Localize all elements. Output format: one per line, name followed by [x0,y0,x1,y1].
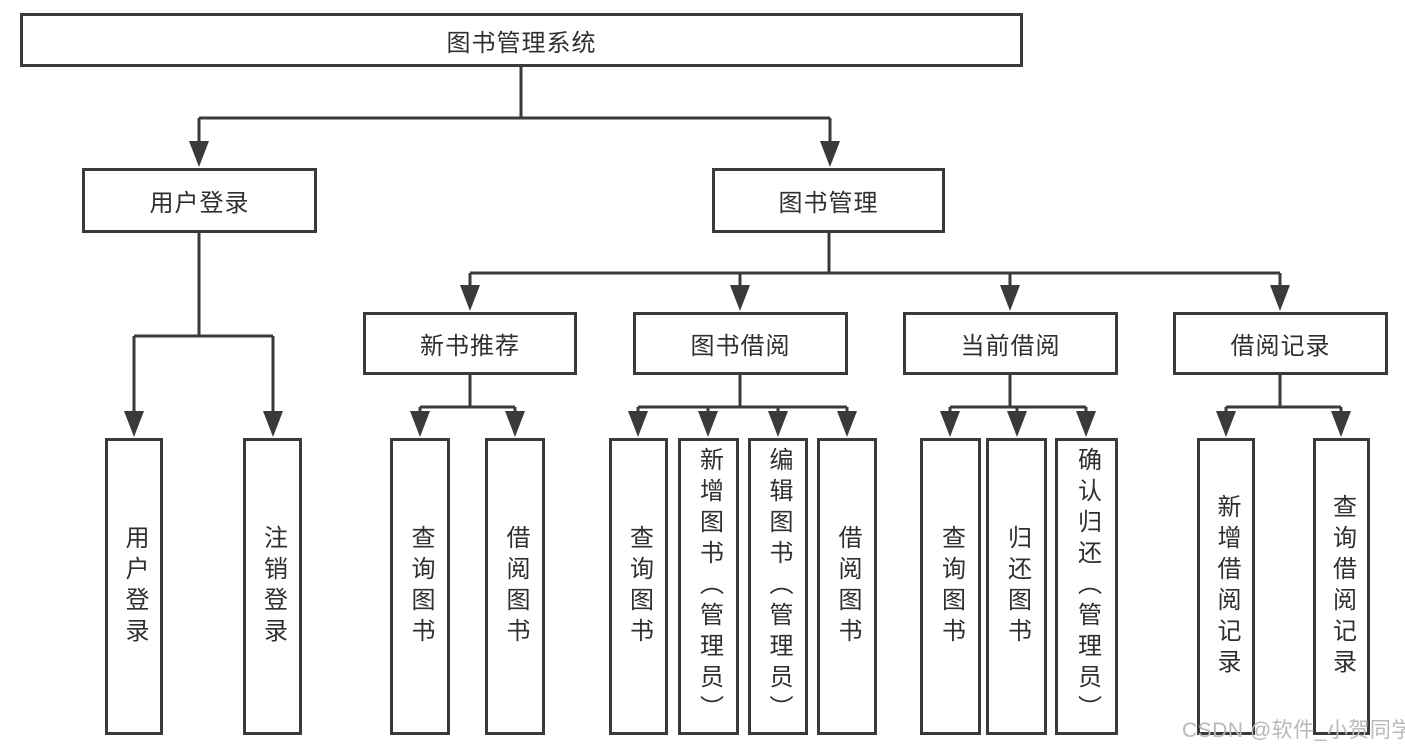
leaf-confirm-return-admin: 确认归还（管理员） [1055,438,1118,735]
arrowhead-icon [1216,411,1236,437]
node-book-borrowing: 图书借阅 [633,312,848,375]
arrowhead-icon [410,411,430,437]
arrowhead-icon [1007,411,1027,437]
node-new-book-recommendation: 新书推荐 [363,312,577,375]
arrowhead-icon [505,411,525,437]
leaf-query-books-borrowing: 查询图书 [609,438,668,735]
arrowhead-icon [820,141,840,167]
node-user-login: 用户登录 [82,168,317,233]
connector-records-to-children [1224,375,1343,414]
connector-bookborrow-to-children [636,375,849,414]
leaf-query-books-borrowing-label: 查询图书 [625,524,653,649]
leaf-add-books-admin-label: 新增图书（管理员） [695,447,723,726]
leaf-borrow-books-borrowing-label: 借阅图书 [834,524,861,649]
node-new-book-recommendation-label: 新书推荐 [420,333,520,360]
leaf-logout-label: 注销登录 [259,524,287,649]
leaf-query-books-recommend: 查询图书 [390,438,450,735]
node-current-borrowing-label: 当前借阅 [960,333,1061,360]
node-borrowing-records-label: 借阅记录 [1230,333,1331,360]
node-book-borrowing-label: 图书借阅 [690,333,791,360]
leaf-user-login: 用户登录 [105,438,163,735]
leaf-edit-books-admin-label: 编辑图书（管理员） [765,447,792,726]
leaf-borrow-books-recommend-label: 借阅图书 [502,524,529,649]
connector-currentborrow-to-children [948,375,1088,414]
arrowhead-icon [460,285,480,311]
node-book-management: 图书管理 [712,168,945,233]
arrowhead-icon [1331,411,1351,437]
arrowhead-icon [628,411,648,437]
leaf-user-login-label: 用户登录 [121,524,148,649]
leaf-add-borrow-record-label: 新增借阅记录 [1213,493,1240,680]
connector-userlogin-to-children [132,233,275,414]
arrowhead-icon [1270,285,1290,311]
node-book-management-label: 图书管理 [778,190,879,217]
leaf-query-books-current: 查询图书 [920,438,981,735]
connector-newbook-to-children [418,375,517,414]
leaf-return-books: 归还图书 [986,438,1047,735]
leaf-borrow-books-recommend: 借阅图书 [485,438,545,735]
node-root-label: 图书管理系统 [446,29,597,57]
leaf-return-books-label: 归还图书 [1003,524,1031,649]
arrowhead-icon [730,285,750,311]
leaf-edit-books-admin: 编辑图书（管理员） [748,438,808,735]
leaf-logout: 注销登录 [243,438,302,735]
csdn-watermark: CSDN @软件_小贺同学 [1182,719,1405,742]
arrowhead-icon [1000,285,1020,311]
leaf-add-books-admin: 新增图书（管理员） [678,438,739,735]
arrowhead-icon [1076,411,1096,437]
leaf-query-borrow-record-label: 查询借阅记录 [1328,493,1356,680]
node-root: 图书管理系统 [20,13,1023,67]
arrowhead-icon [124,411,144,437]
leaf-add-borrow-record: 新增借阅记录 [1197,438,1255,735]
leaf-borrow-books-borrowing: 借阅图书 [817,438,877,735]
leaf-query-books-recommend-label: 查询图书 [407,524,434,649]
arrowhead-icon [768,411,788,437]
arrowhead-icon [189,141,209,167]
arrowhead-icon [837,411,857,437]
arrowhead-icon [698,411,718,437]
node-borrowing-records: 借阅记录 [1173,312,1388,375]
connector-root-to-level2 [197,67,832,144]
leaf-query-borrow-record: 查询借阅记录 [1313,438,1370,735]
arrowhead-icon [940,411,960,437]
leaf-confirm-return-admin-label: 确认归还（管理员） [1073,447,1101,726]
node-current-borrowing: 当前借阅 [903,312,1118,375]
node-user-login-label: 用户登录 [149,190,250,217]
leaf-query-books-current-label: 查询图书 [937,524,965,649]
connector-bookmgmt-to-level3 [468,233,1282,288]
arrowhead-icon [263,411,283,437]
